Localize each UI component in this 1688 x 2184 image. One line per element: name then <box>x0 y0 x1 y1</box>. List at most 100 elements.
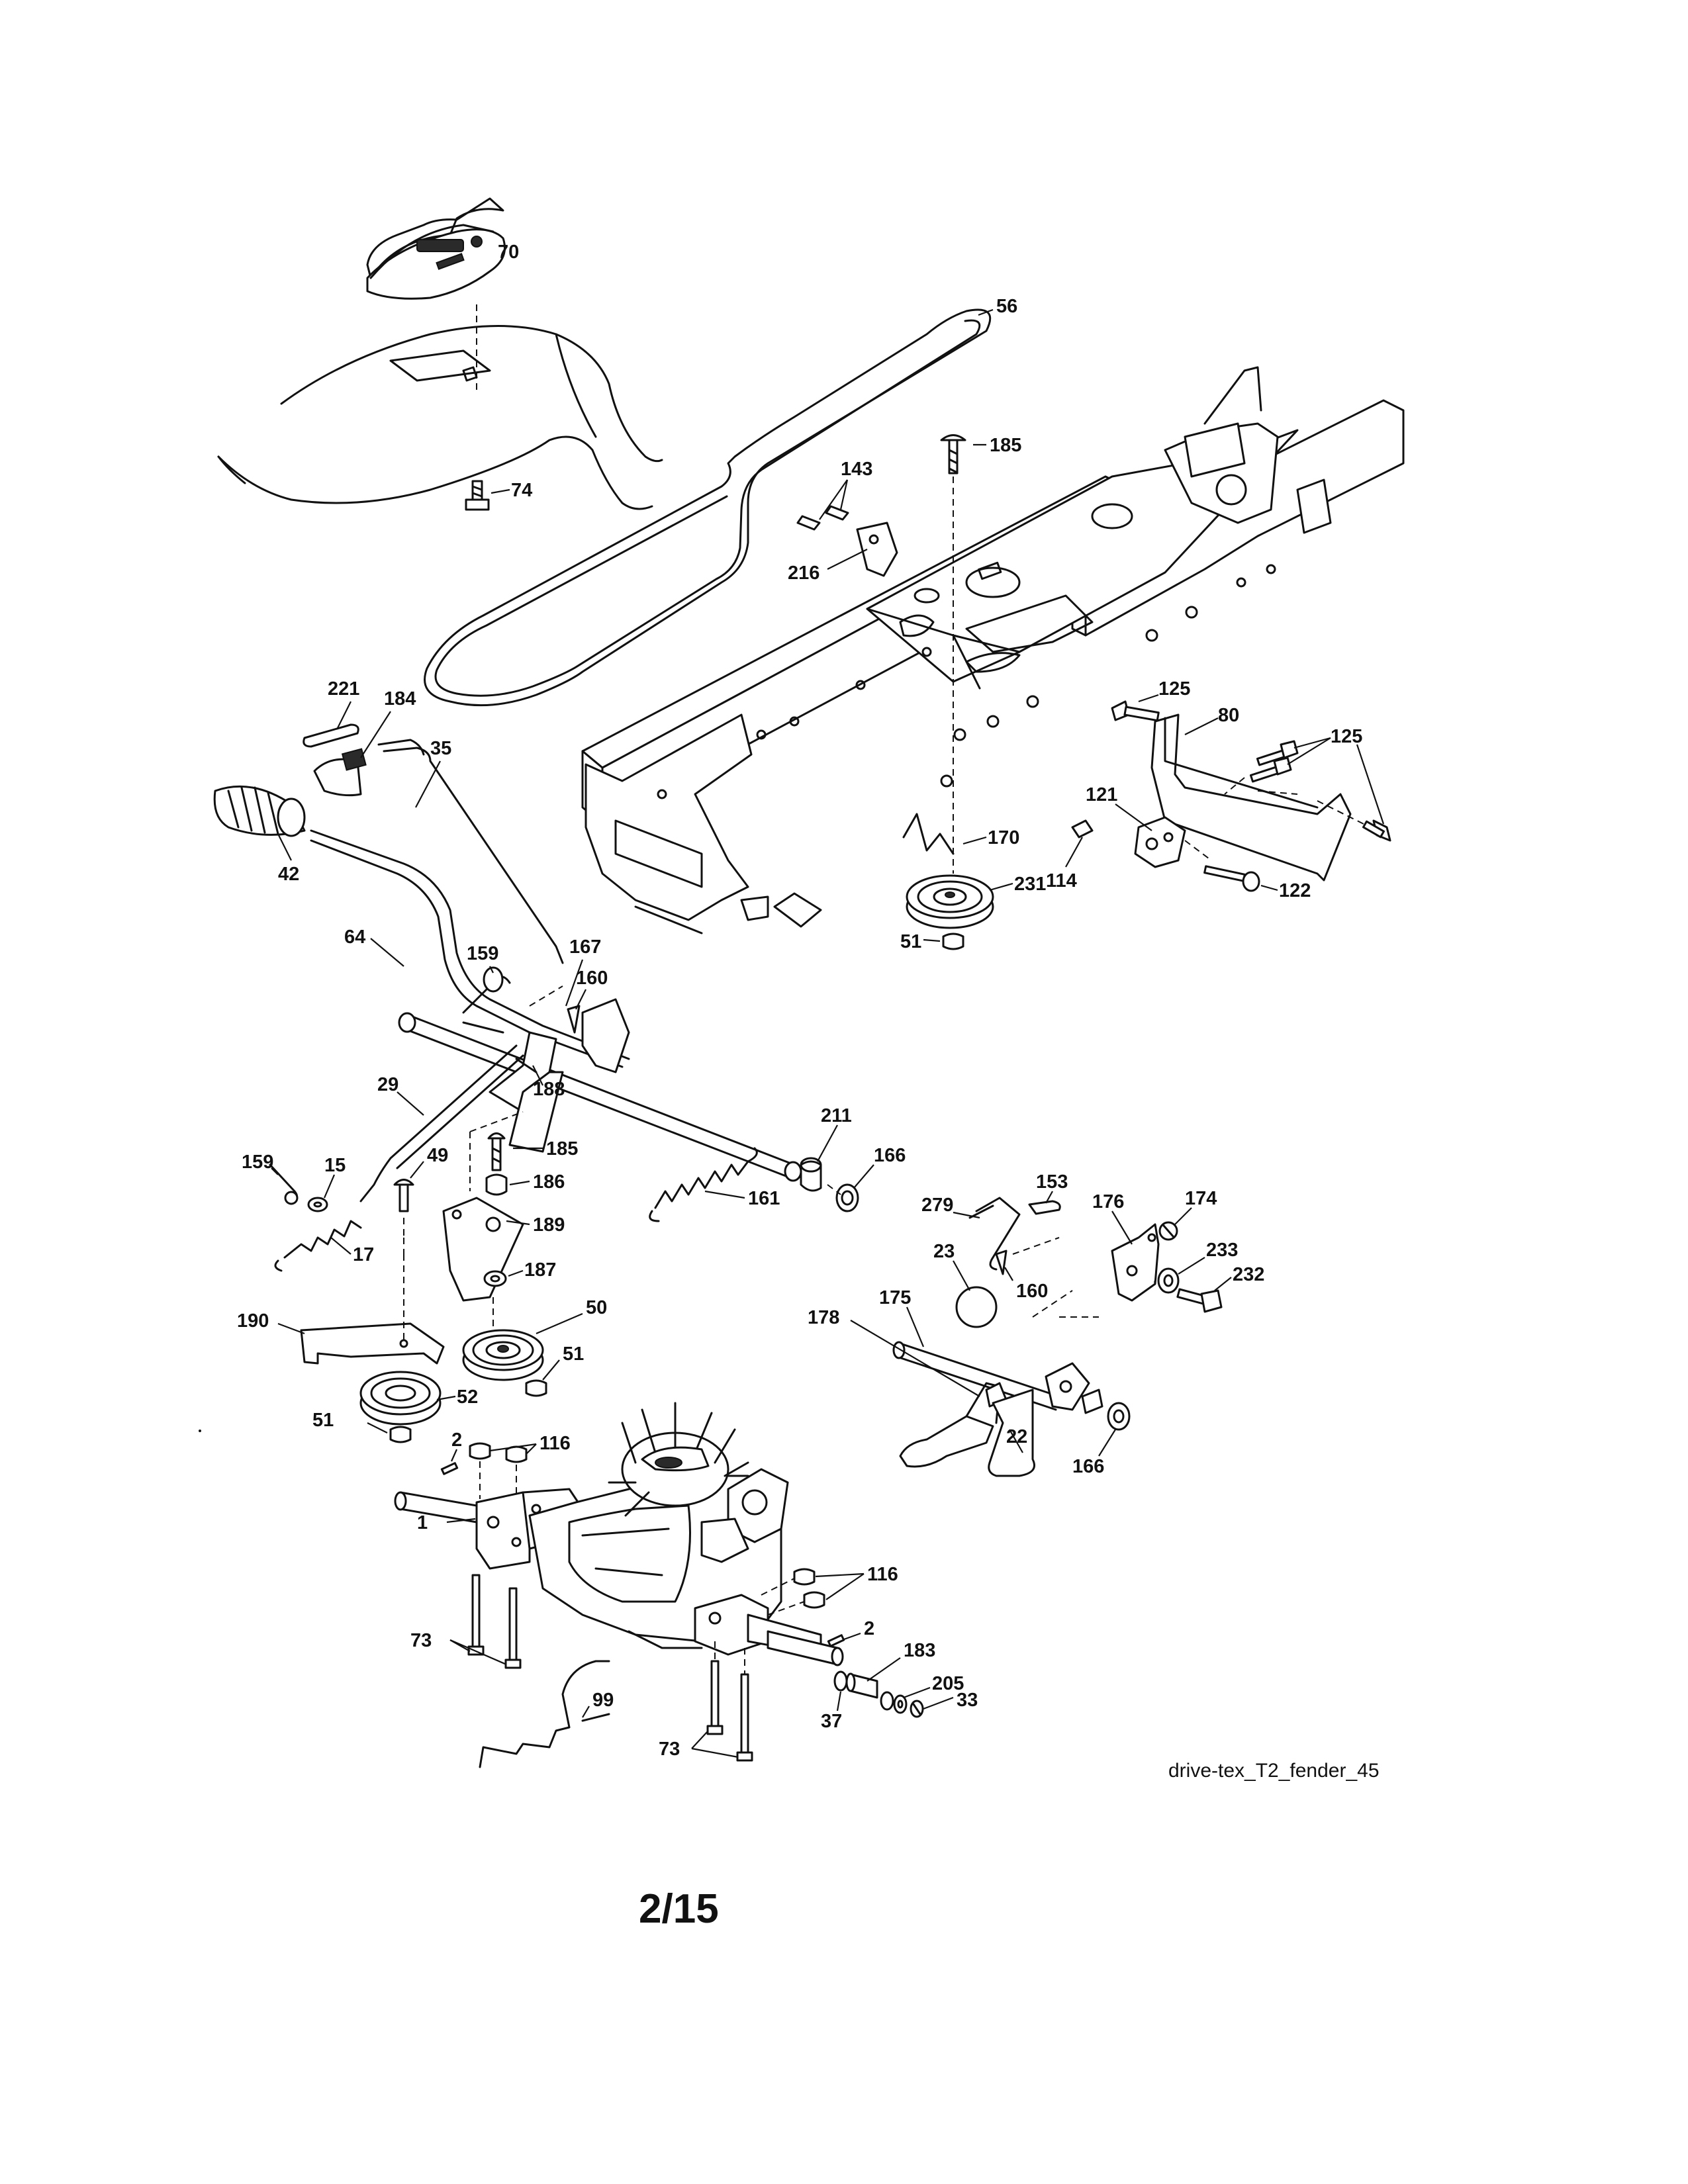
part-189-idler-bracket <box>442 1197 524 1302</box>
callout-221: 221 <box>328 678 359 700</box>
callout-187: 187 <box>524 1259 556 1281</box>
part-166-washer-right <box>1107 1402 1131 1431</box>
part-122-clevis-pin <box>1203 865 1260 892</box>
part-159-lower-bolt <box>269 1163 299 1205</box>
part-187-washer <box>483 1270 507 1287</box>
callout-122: 122 <box>1279 880 1311 901</box>
cross-shaft <box>398 1012 802 1182</box>
part-153-clip <box>1028 1200 1061 1215</box>
callout-42: 42 <box>278 864 299 885</box>
part-216-bracket <box>856 522 898 577</box>
callout-190: 190 <box>237 1310 269 1332</box>
part-51-nut-upper <box>942 933 964 950</box>
callout-35: 35 <box>430 738 451 759</box>
callout-211: 211 <box>821 1105 852 1126</box>
callout-170: 170 <box>988 827 1019 848</box>
callout-99: 99 <box>592 1690 614 1711</box>
callout-73-left: 73 <box>410 1630 432 1651</box>
callout-174: 174 <box>1185 1188 1217 1209</box>
part-188-pedal-arm <box>462 998 630 1153</box>
part-2-key-left <box>440 1462 459 1475</box>
callout-2-right: 2 <box>864 1618 874 1639</box>
part-42-pedal-pad <box>213 785 306 837</box>
callout-161: 161 <box>748 1188 780 1209</box>
part-50-idler-pulley <box>462 1329 544 1381</box>
callout-205: 205 <box>932 1673 964 1694</box>
callout-56: 56 <box>996 296 1017 317</box>
callout-15: 15 <box>324 1155 346 1176</box>
callout-50: 50 <box>586 1297 607 1318</box>
stray-mark <box>199 1430 201 1432</box>
part-125-bolts-b <box>1249 740 1299 783</box>
callout-74: 74 <box>511 480 532 501</box>
callout-17: 17 <box>353 1244 374 1265</box>
part-170-spring <box>902 813 955 855</box>
callout-231: 231 <box>1014 874 1046 895</box>
part-2-key-right <box>827 1634 845 1647</box>
callout-33: 33 <box>957 1690 978 1711</box>
callout-51-upper: 51 <box>900 931 921 952</box>
callout-183: 183 <box>904 1640 935 1661</box>
main-frame <box>581 366 1405 934</box>
callout-176: 176 <box>1092 1191 1124 1212</box>
callout-185-top: 185 <box>990 435 1021 456</box>
part-143-screws <box>796 505 849 531</box>
part-125-bolt-a <box>1111 700 1160 722</box>
part-51-nut-middle <box>525 1379 547 1397</box>
part-183-spacer <box>845 1672 878 1699</box>
part-211-bushing <box>800 1157 822 1192</box>
part-33-retaining-ring <box>910 1700 924 1718</box>
part-160-hairpin-right <box>995 1250 1008 1275</box>
callout-216: 216 <box>788 563 820 584</box>
callout-160-right: 160 <box>1016 1281 1048 1302</box>
callout-125-a: 125 <box>1158 678 1190 700</box>
part-186-spacer <box>485 1173 508 1196</box>
part-205-washers <box>880 1691 908 1714</box>
part-35-control-rod <box>377 739 564 964</box>
callout-188: 188 <box>533 1079 565 1100</box>
part-80-bracket <box>1150 713 1352 882</box>
callout-1: 1 <box>417 1512 428 1533</box>
part-29-linkage-rod <box>359 1044 524 1203</box>
part-185-lower-bolt <box>487 1132 506 1171</box>
callout-80: 80 <box>1218 705 1239 726</box>
callout-64: 64 <box>344 927 365 948</box>
part-161-spring <box>649 1147 758 1222</box>
part-116-nuts-left <box>469 1442 528 1463</box>
callout-160-left: 160 <box>576 968 608 989</box>
callout-232: 232 <box>1233 1264 1264 1285</box>
callout-22: 22 <box>1006 1426 1027 1447</box>
callout-189: 189 <box>533 1214 565 1236</box>
callout-51-middle: 51 <box>563 1343 584 1365</box>
part-56-drive-belt <box>424 308 992 707</box>
part-52-pulley <box>359 1371 442 1426</box>
part-232-bolt <box>1176 1288 1223 1313</box>
part-121-bracket-plate <box>1134 816 1186 868</box>
part-23-ball <box>955 1286 998 1328</box>
callout-23: 23 <box>933 1241 955 1262</box>
part-160-hairpin <box>567 1005 581 1034</box>
callout-51-lower: 51 <box>312 1410 334 1431</box>
part-1-transaxle <box>394 1402 844 1666</box>
part-184-pedal-cap <box>313 748 367 797</box>
callout-70: 70 <box>498 242 519 263</box>
part-73-bolts-left <box>467 1574 522 1669</box>
callout-167: 167 <box>569 936 601 958</box>
callout-185-lower: 185 <box>546 1138 578 1160</box>
callout-166-upper: 166 <box>874 1145 906 1166</box>
callout-49: 49 <box>427 1145 448 1166</box>
callout-178: 178 <box>808 1307 839 1328</box>
part-233-washer <box>1157 1267 1180 1294</box>
callout-159-top: 159 <box>467 943 498 964</box>
part-49-bolt <box>393 1179 414 1212</box>
callout-116-left: 116 <box>539 1433 571 1454</box>
part-74-screw <box>465 480 490 511</box>
callout-159-lower: 159 <box>242 1152 273 1173</box>
part-70-console-cover <box>366 197 506 300</box>
part-190-belt-guide <box>300 1322 445 1365</box>
callout-2-left: 2 <box>451 1430 462 1451</box>
part-125-bolt-c <box>1362 819 1391 842</box>
part-185-bolt <box>940 434 966 475</box>
part-178-arm <box>899 1382 1008 1468</box>
callout-186: 186 <box>533 1171 565 1193</box>
